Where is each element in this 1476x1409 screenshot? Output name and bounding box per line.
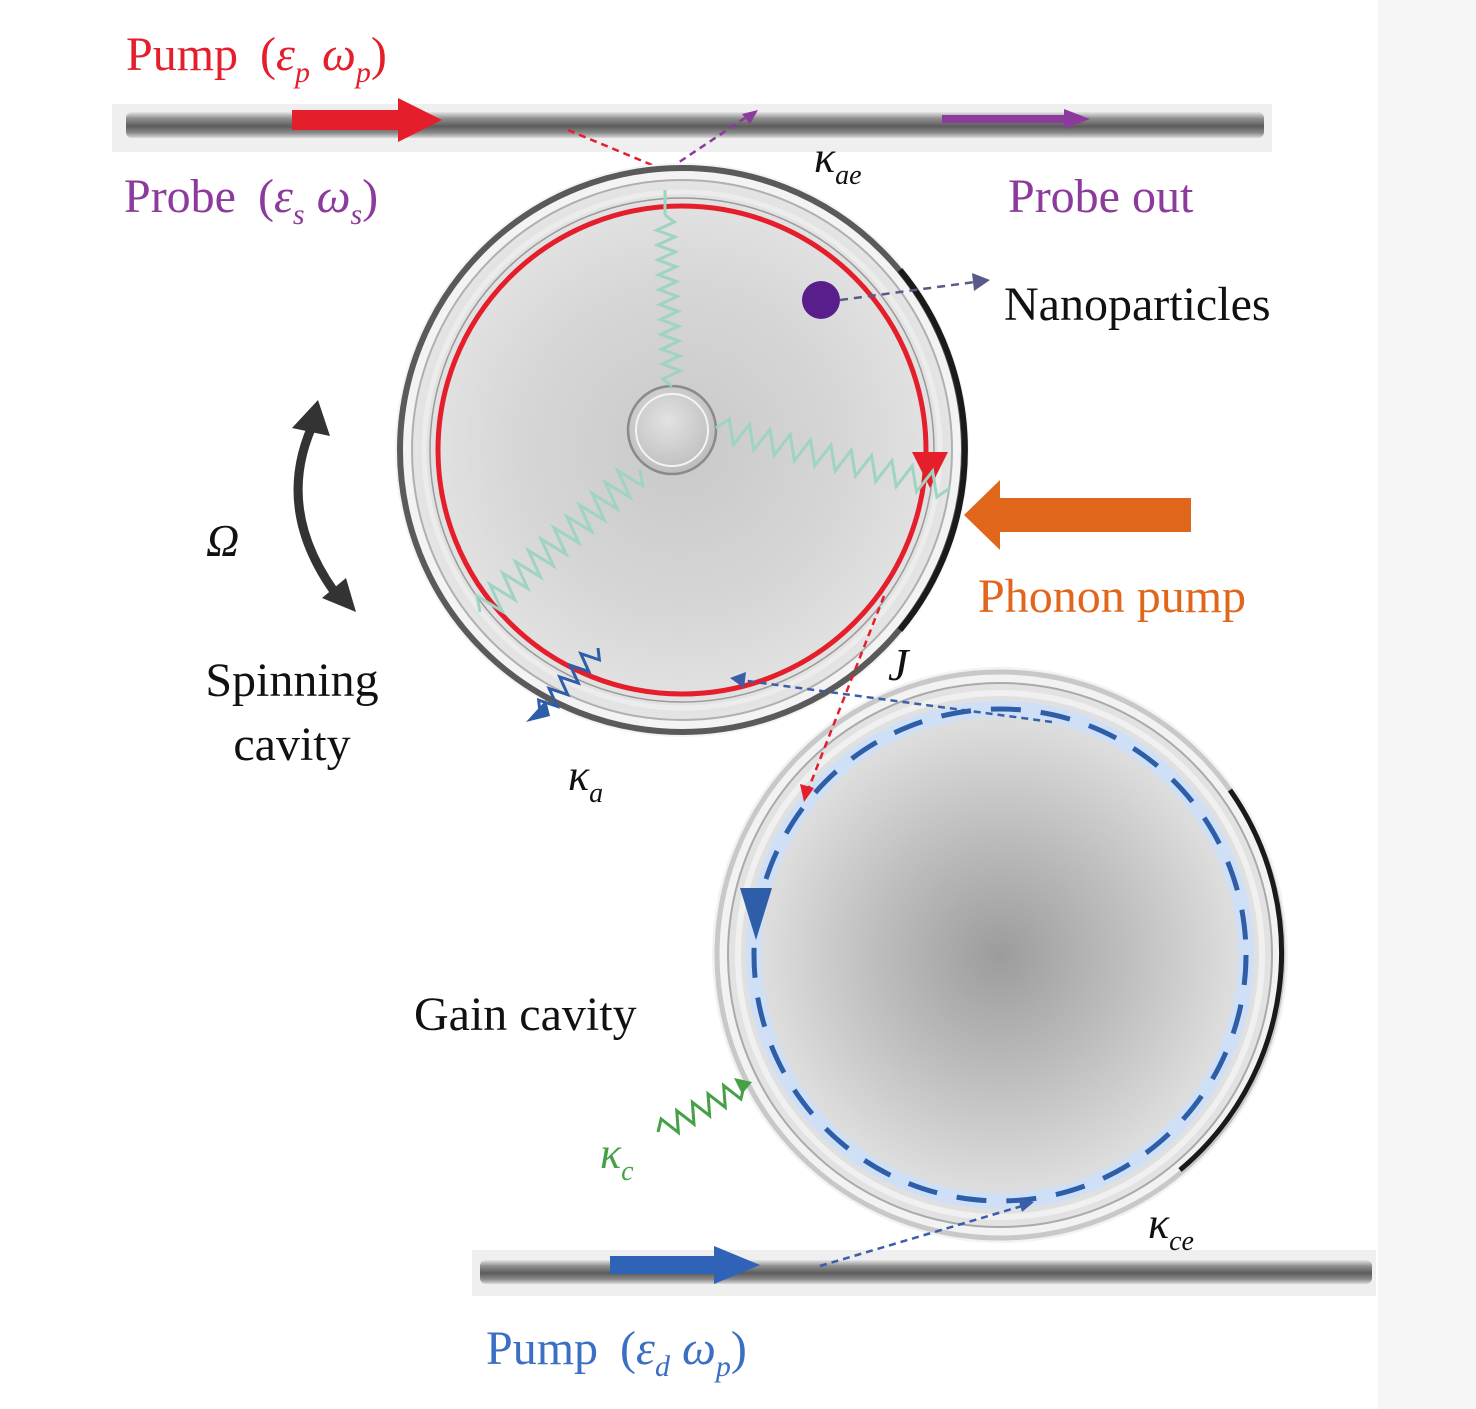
right-margin-band [1378, 0, 1476, 1409]
kappa-a-label: κa [568, 751, 603, 809]
spinning-cavity-label-line1: Spinning [205, 654, 378, 707]
intercavity-coupling [730, 595, 1053, 802]
loss-c-wave [656, 1082, 746, 1136]
loss-c-arrowhead [734, 1078, 752, 1094]
mechanical-springs [475, 190, 951, 615]
cavity-hub [626, 384, 718, 476]
double-curved-arrow-icon [293, 415, 346, 605]
gain-cavity [712, 667, 1288, 1243]
pump-top-arrow [292, 98, 442, 142]
rotation-arrow [292, 400, 356, 612]
probe-out-label: Probe out [1008, 170, 1194, 223]
filled-dot-icon [802, 281, 840, 319]
omega-rotation-label: Ω [206, 515, 239, 566]
gain-ring-mode [751, 706, 1249, 1204]
gain-cavity-label: Gain cavity [414, 988, 637, 1041]
kappa-ce-label: κce [1148, 1199, 1194, 1257]
kappa-c-label: κc [600, 1129, 634, 1187]
bottom-waveguide [472, 1250, 1376, 1296]
phonon-pump-arrow [964, 480, 1191, 550]
kappa-a-loss [526, 647, 602, 722]
gain-ring-direction-arrow [740, 888, 772, 940]
phonon-pump-label: Phonon pump [978, 570, 1246, 623]
nanoparticles-label: Nanoparticles [1004, 278, 1271, 331]
spinning-cavity-label-line2: cavity [233, 718, 350, 771]
pump-bottom-coupling [819, 1198, 1034, 1268]
spring-right [715, 416, 951, 500]
kappa-c-loss [656, 1078, 752, 1136]
pump-ring-mode [435, 203, 929, 697]
spring-diagonal [475, 467, 645, 615]
nanoparticle [802, 273, 990, 319]
spring-up [652, 213, 685, 388]
top-waveguide [112, 104, 1272, 152]
loss-a-arrowhead [526, 700, 550, 722]
probe-out-arrow [942, 109, 1090, 129]
spinning-cavity [395, 163, 969, 737]
coupling-J-label: J [888, 639, 911, 690]
loss-a-wave [536, 647, 602, 713]
kappa-ae-label: κae [814, 133, 862, 191]
pump-bottom-arrow [610, 1246, 760, 1284]
ring-direction-arrow [912, 452, 948, 488]
